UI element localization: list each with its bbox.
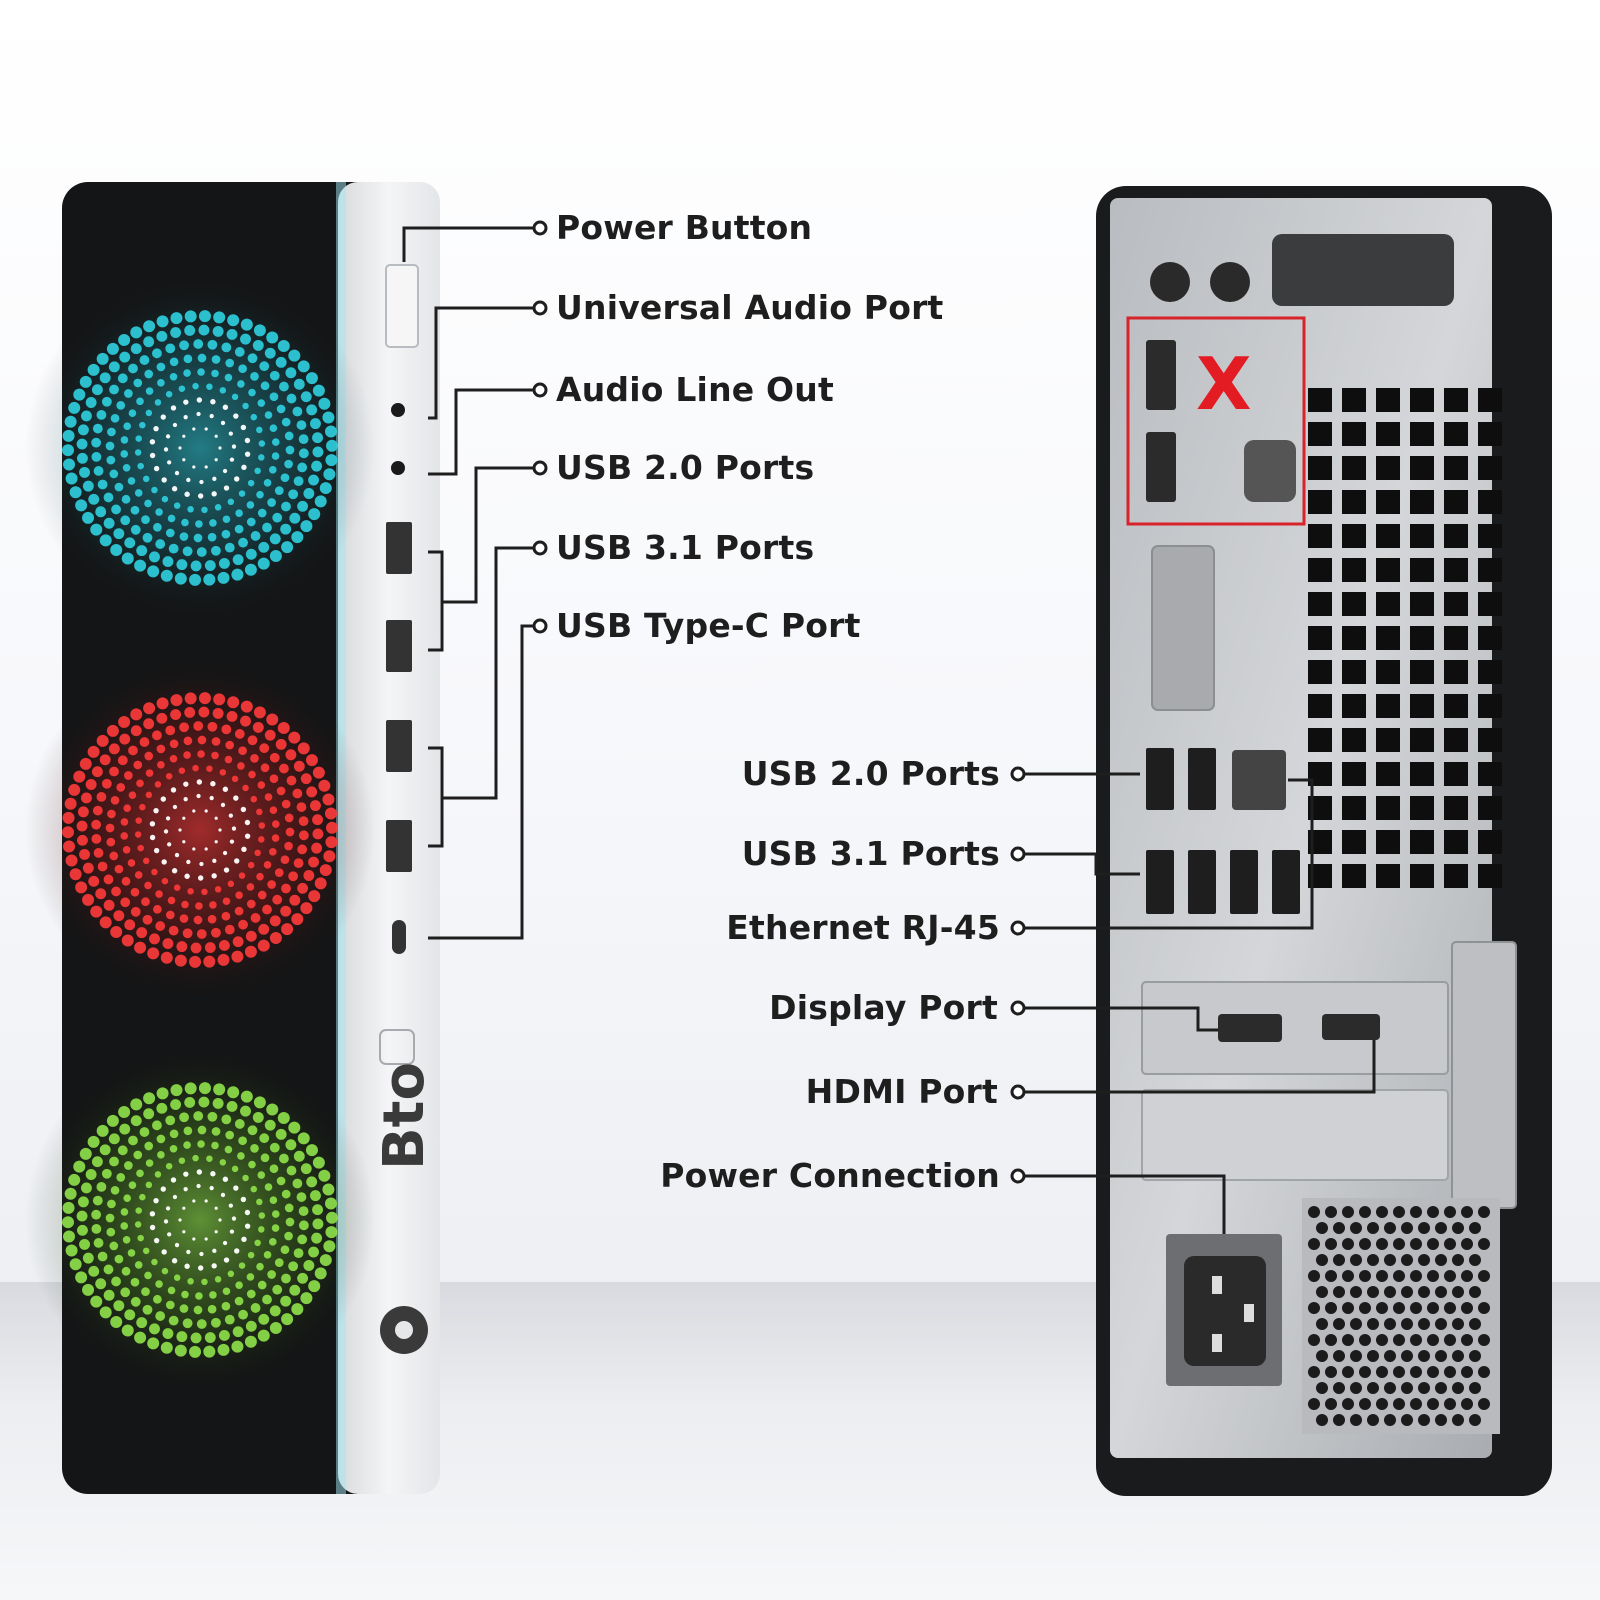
ethernet-port-icon	[1232, 750, 1286, 810]
label-usb31-front: USB 3.1 Ports	[556, 528, 815, 567]
audio-jack-icon	[391, 461, 405, 475]
label-audio-line-out: Audio Line Out	[556, 370, 834, 409]
label-hdmi-port: HDMI Port	[805, 1072, 998, 1111]
cyan-fan-glow	[25, 273, 375, 623]
front-tower	[25, 182, 440, 1494]
label-usb2-rear: USB 2.0 Ports	[741, 754, 1000, 793]
crossed-out-ports-box	[1126, 316, 1306, 526]
power-button-icon[interactable]	[385, 264, 419, 348]
led-indicator-icon	[379, 1029, 415, 1065]
display-port-icon	[1218, 1014, 1282, 1042]
label-usb2-front: USB 2.0 Ports	[556, 448, 815, 487]
usb-c-port-icon	[392, 920, 406, 954]
rear-usb31-ports	[1146, 850, 1300, 914]
rear-tower	[1096, 186, 1552, 1496]
brand-logo-text: Bto	[372, 1062, 437, 1170]
callout-line-usb2	[442, 466, 536, 604]
callout-line-usb31-rear	[1020, 852, 1140, 876]
callout-line-hdmi	[1020, 1040, 1376, 1094]
audio-jack-icon	[391, 403, 405, 417]
label-usb-type-c: USB Type-C Port	[556, 606, 861, 645]
callout-line-universal-audio	[428, 306, 536, 420]
fan-dot-ring	[62, 1082, 338, 1358]
label-usb31-rear: USB 3.1 Ports	[741, 834, 1000, 873]
label-display-port: Display Port	[769, 988, 998, 1027]
callout-lines	[402, 226, 1376, 1234]
callout-dots	[532, 220, 1026, 1184]
label-ethernet: Ethernet RJ-45	[726, 908, 1000, 947]
callout-line-display-port	[1020, 1006, 1218, 1032]
callout-line-usb-c	[428, 624, 536, 940]
power-socket-icon	[1184, 1256, 1266, 1366]
fan-dot-ring	[62, 692, 338, 968]
callout-line-power-connection	[1020, 1174, 1226, 1234]
label-power-button: Power Button	[556, 208, 813, 247]
brand-logo-icon	[380, 1306, 428, 1354]
label-power-connection: Power Connection	[660, 1156, 1000, 1195]
red-fan-glow	[25, 655, 375, 1005]
callout-line-audio-out	[428, 388, 536, 476]
callout-line-power	[402, 226, 536, 262]
label-universal-audio-port: Universal Audio Port	[556, 288, 944, 327]
green-fan-glow	[25, 1045, 375, 1395]
crossed-out-mark: X	[1196, 342, 1252, 426]
hdmi-port-icon	[1322, 1014, 1380, 1040]
rear-usb2-ports	[1146, 748, 1216, 810]
front-usb-ports	[386, 522, 412, 872]
fan-dot-ring	[62, 310, 338, 586]
rear-handle	[1272, 234, 1454, 306]
callout-line-ethernet	[1020, 778, 1314, 930]
callout-line-usb31	[442, 546, 536, 800]
psu-vent	[1308, 1206, 1490, 1426]
